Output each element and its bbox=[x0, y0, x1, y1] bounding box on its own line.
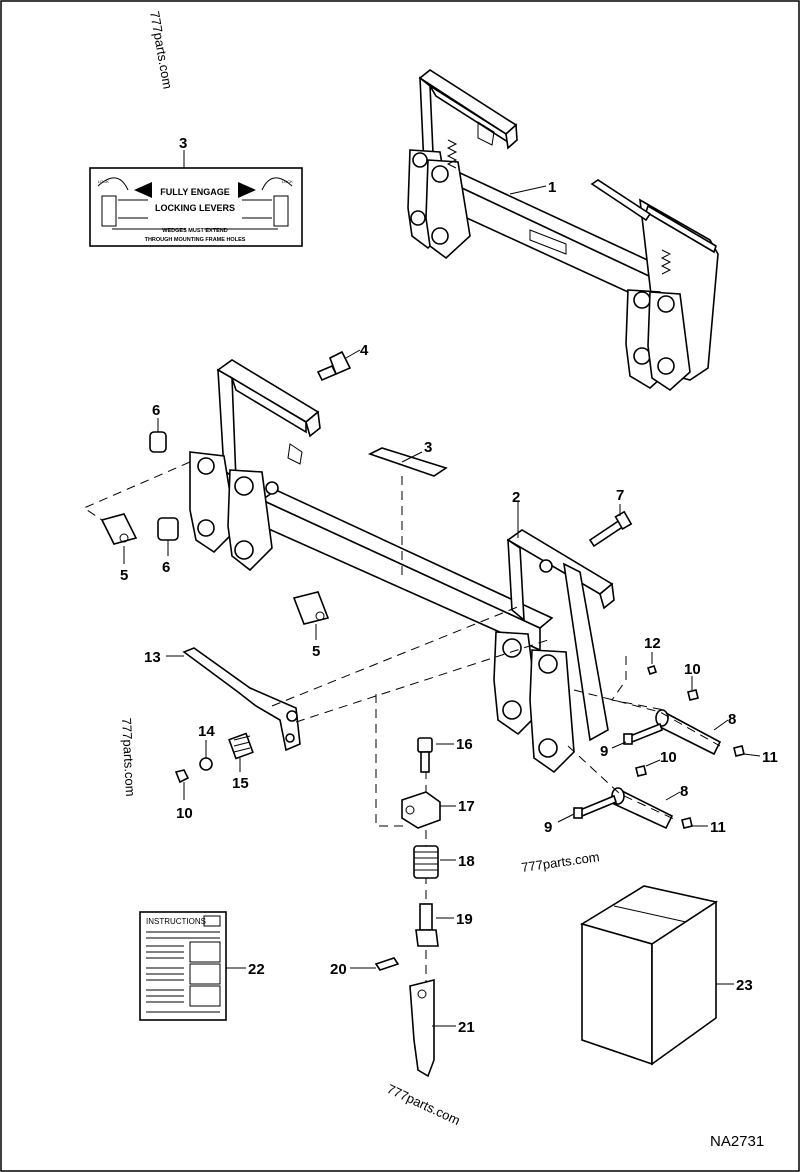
tube-8-lower bbox=[611, 787, 674, 830]
washer-14 bbox=[199, 757, 213, 771]
pin-4 bbox=[316, 350, 352, 382]
callout-8-lower: 8 bbox=[680, 783, 688, 800]
callout-9-upper: 9 bbox=[600, 743, 608, 760]
bolt-7 bbox=[588, 510, 633, 548]
decal-line2: LOCKING LEVERS bbox=[155, 203, 235, 213]
bracket-17 bbox=[401, 791, 441, 829]
decal-small-right: LOCK bbox=[282, 179, 293, 184]
bushing-5-right bbox=[292, 591, 330, 625]
callout-4: 4 bbox=[360, 342, 369, 359]
callout-21: 21 bbox=[458, 1019, 475, 1036]
plunger-19 bbox=[415, 903, 439, 947]
callout-15: 15 bbox=[232, 775, 249, 792]
drawing-code: NA2731 bbox=[710, 1133, 764, 1150]
callout-11-lower: 11 bbox=[710, 819, 726, 836]
spring-15 bbox=[228, 732, 254, 760]
watermark-left: 777parts.com bbox=[119, 717, 138, 796]
callout-7: 7 bbox=[616, 487, 624, 504]
callout-6-lower: 6 bbox=[162, 559, 170, 576]
callout-6-upper: 6 bbox=[152, 402, 160, 419]
watermark-mid: 777parts.com bbox=[520, 849, 600, 875]
callout-14: 14 bbox=[198, 723, 215, 740]
pin-20 bbox=[374, 957, 400, 971]
decal-line4: THROUGH MOUNTING FRAME HOLES bbox=[145, 237, 246, 243]
callout-1: 1 bbox=[548, 179, 556, 196]
watermark-top: 777parts.com bbox=[147, 10, 175, 90]
decal-line3: WEDGES MUST EXTEND bbox=[162, 228, 227, 234]
decal-3: FULLY ENGAGE LOCKING LEVERS WEDGES MUST … bbox=[89, 167, 303, 247]
callout-19: 19 bbox=[456, 911, 473, 928]
instructions-title: INSTRUCTIONS bbox=[146, 917, 206, 926]
bolt-16 bbox=[417, 737, 433, 773]
callout-17: 17 bbox=[458, 798, 475, 815]
nut-10-upper bbox=[687, 689, 699, 701]
spring-18 bbox=[413, 845, 439, 879]
callout-16: 16 bbox=[456, 736, 473, 753]
decal-3-on-frame bbox=[367, 447, 448, 477]
nut-11-upper bbox=[733, 745, 745, 757]
mounting-frame-assembly-1 bbox=[407, 69, 719, 392]
nut-11-lower bbox=[681, 817, 693, 829]
nut-10-lower bbox=[635, 765, 647, 777]
callout-3-frame: 3 bbox=[424, 439, 432, 456]
bolt-9-lower bbox=[573, 794, 617, 819]
bushing-6-upper bbox=[149, 431, 167, 453]
callout-5-right: 5 bbox=[312, 643, 320, 660]
callout-12: 12 bbox=[644, 635, 661, 652]
callout-3-decal: 3 bbox=[179, 135, 187, 152]
callout-9-lower: 9 bbox=[544, 819, 552, 836]
instructions-manual-22: INSTRUCTIONS bbox=[139, 911, 227, 1021]
bushing-6-lower bbox=[157, 517, 179, 541]
bushing-5-left bbox=[100, 513, 138, 545]
wedge-21 bbox=[409, 978, 435, 1078]
nut-10-left bbox=[174, 769, 190, 784]
decal-line1: FULLY ENGAGE bbox=[160, 187, 230, 197]
callout-10-upper: 10 bbox=[684, 661, 701, 678]
callout-13: 13 bbox=[144, 649, 161, 666]
callout-18: 18 bbox=[458, 853, 475, 870]
tube-8-upper bbox=[655, 709, 722, 756]
bolt-9-upper bbox=[623, 722, 663, 745]
decal-small-left: LOCK bbox=[98, 179, 109, 184]
callout-5-left: 5 bbox=[120, 567, 128, 584]
callout-23: 23 bbox=[736, 977, 753, 994]
handle-13 bbox=[182, 647, 301, 752]
cotter-12 bbox=[646, 664, 658, 676]
callout-20: 20 bbox=[330, 961, 347, 978]
callout-2: 2 bbox=[512, 489, 520, 506]
callout-10-left: 10 bbox=[176, 805, 193, 822]
callout-11-upper: 11 bbox=[762, 749, 778, 766]
callout-22: 22 bbox=[248, 961, 265, 978]
callout-8-upper: 8 bbox=[728, 711, 736, 728]
watermark-bottom: 777parts.com bbox=[385, 1081, 463, 1128]
callout-10-mid: 10 bbox=[660, 749, 677, 766]
box-23 bbox=[580, 885, 719, 1066]
